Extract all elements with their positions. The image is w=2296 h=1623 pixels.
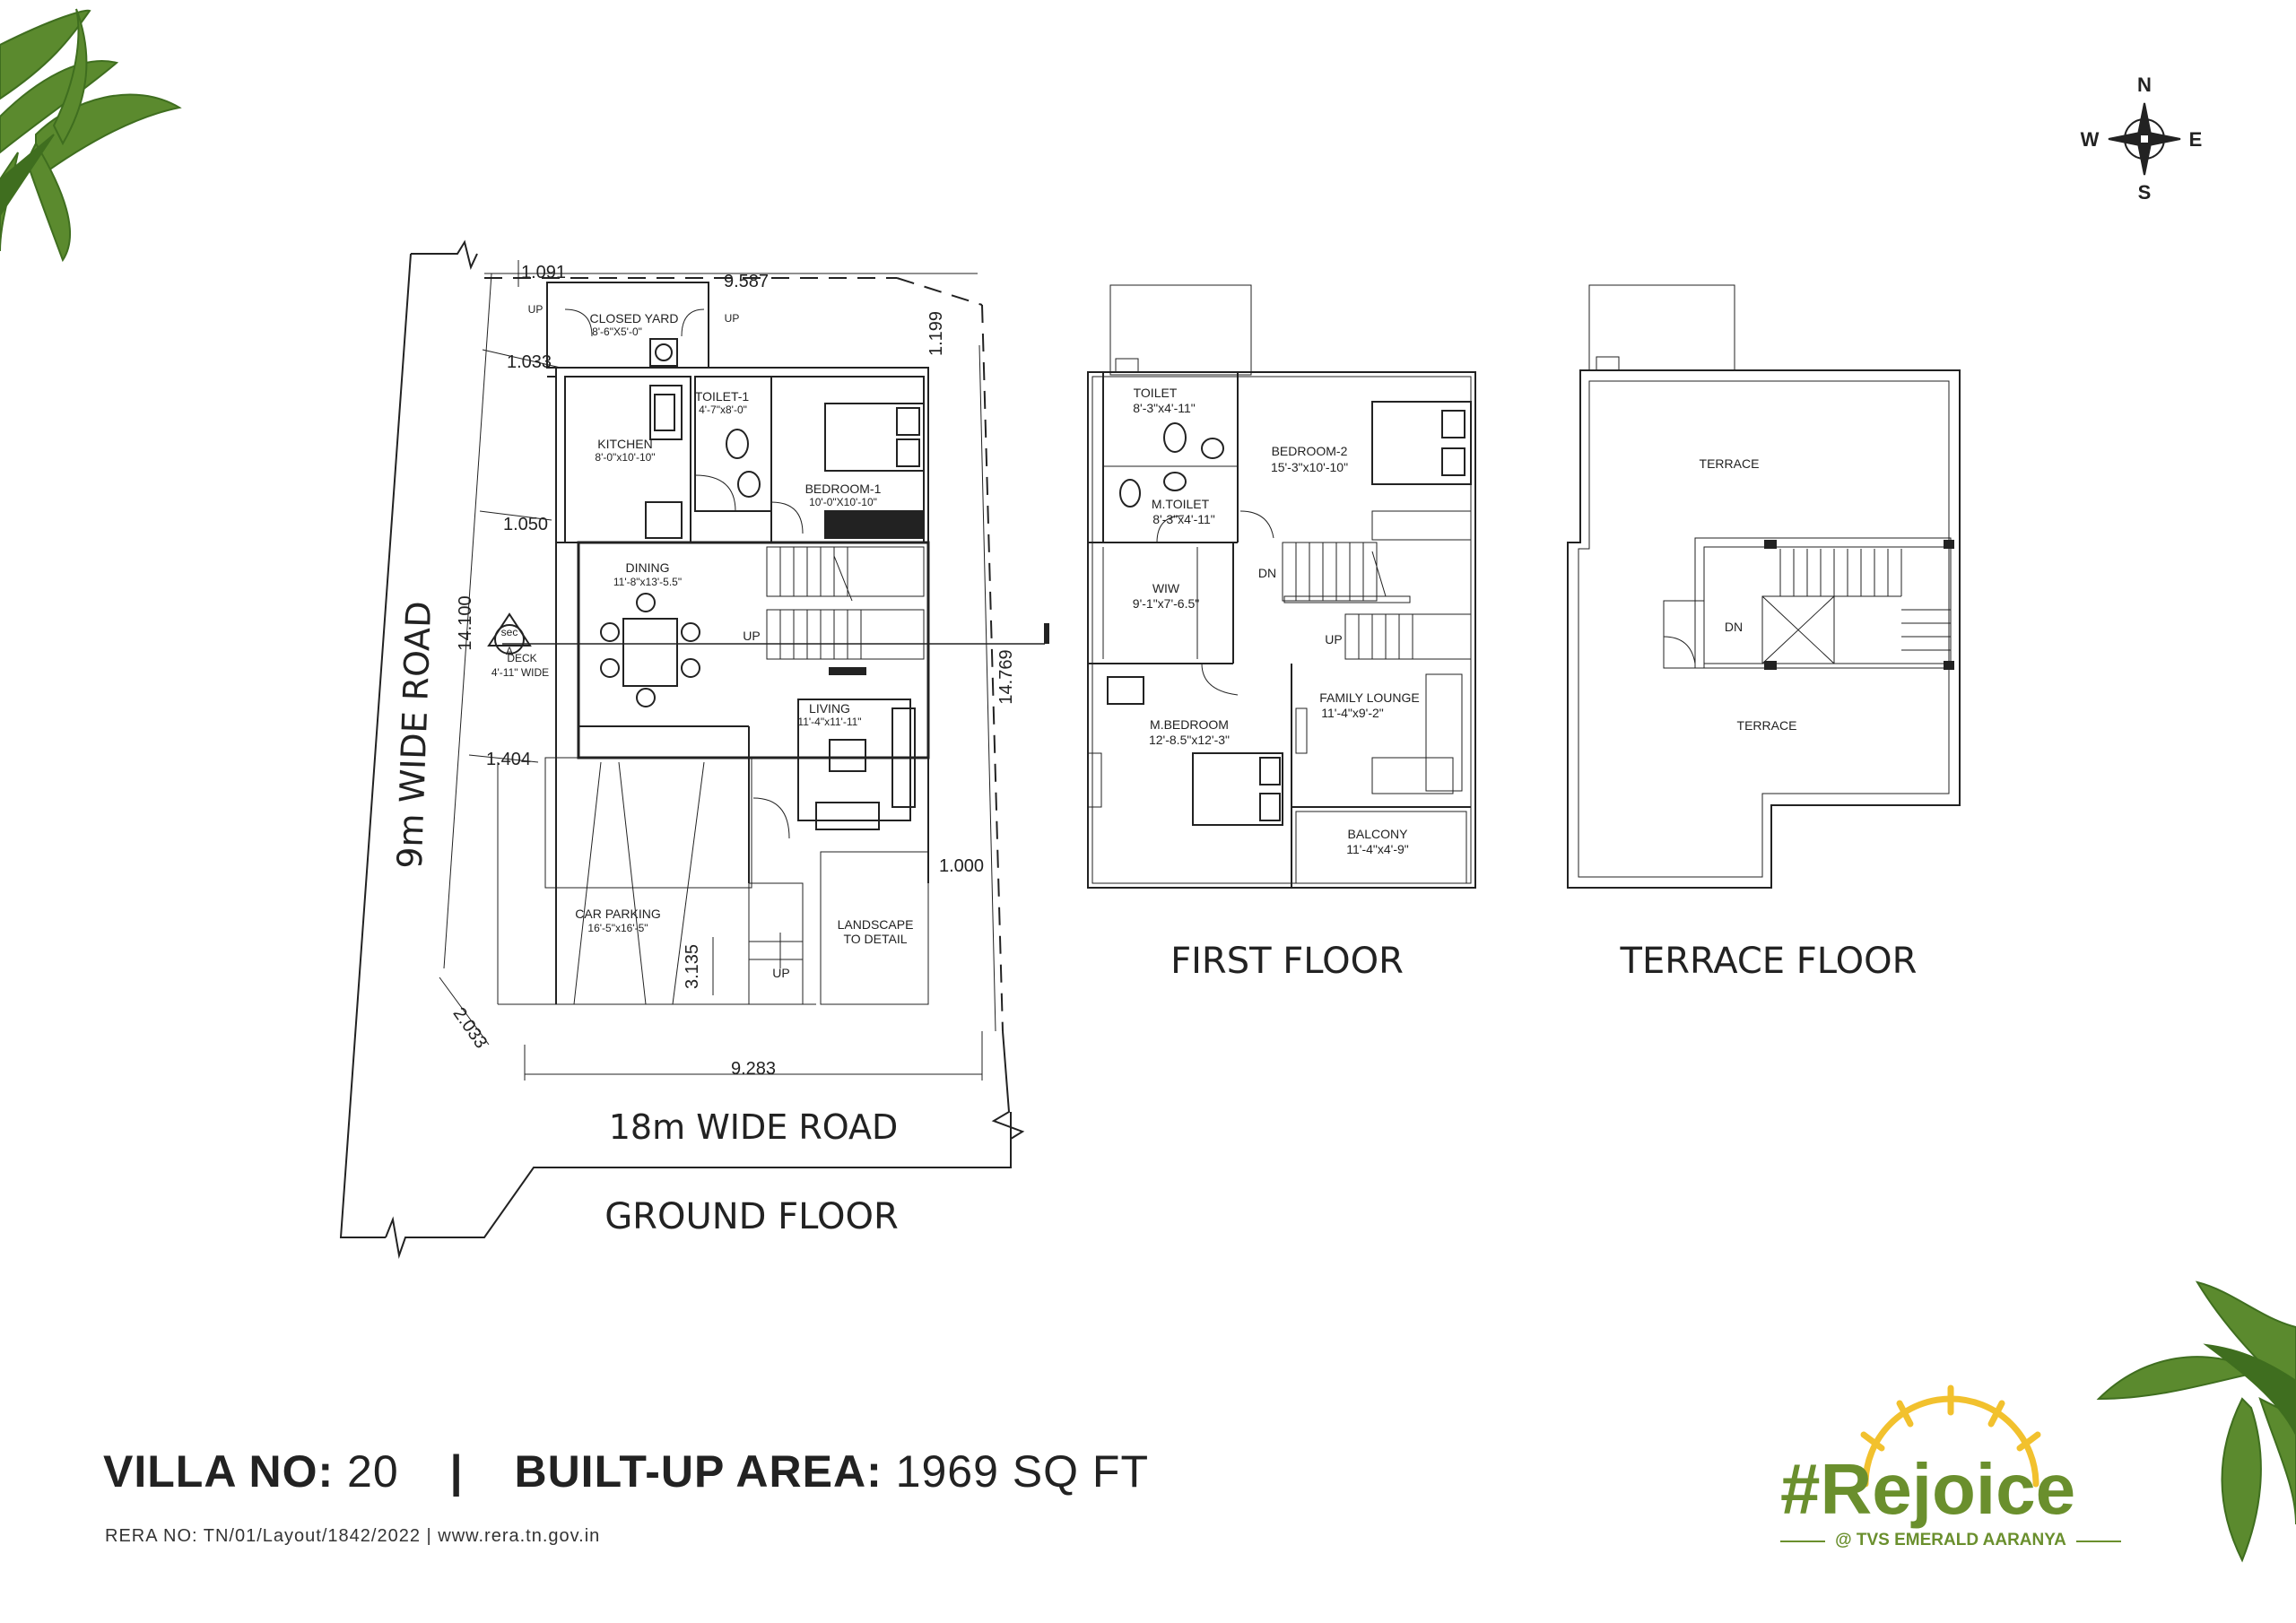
bedroom-1-label: BEDROOM-1 bbox=[805, 482, 882, 496]
ground-stair-up-label: UP bbox=[743, 629, 760, 643]
family-lounge-label: FAMILY LOUNGE bbox=[1319, 690, 1420, 705]
closed-yard-size: 8'-6"X5'-0" bbox=[592, 325, 642, 338]
wiw-label: WIW bbox=[1152, 581, 1180, 595]
yard-up-right-label: UP bbox=[725, 312, 740, 325]
bedroom-2-size: 15'-3"x10'-10" bbox=[1271, 460, 1348, 474]
brand-name: #Rejoice bbox=[1780, 1449, 2076, 1529]
terrace-floor-plan bbox=[1567, 284, 1961, 889]
bedroom-1-size: 10'-0"X10'-10" bbox=[809, 496, 877, 508]
ground-floor-plan bbox=[339, 239, 1049, 1259]
ground-floor-title: GROUND FLOOR bbox=[604, 1196, 899, 1237]
first-floor-title: FIRST FLOOR bbox=[1170, 941, 1404, 982]
footer-separator: | bbox=[449, 1446, 464, 1497]
dimension-left-2: 1.050 bbox=[503, 515, 548, 534]
terrace-top-label: TERRACE bbox=[1700, 456, 1760, 471]
balcony-size: 11'-4"x4'-9" bbox=[1346, 842, 1409, 856]
first-stair-dn-label: DN bbox=[1258, 566, 1276, 580]
villa-info: VILLA NO: 20 | BUILT-UP AREA: 1969 SQ FT bbox=[103, 1445, 1149, 1497]
rera-number: RERA NO: TN/01/Layout/1842/2022 | www.re… bbox=[105, 1526, 601, 1546]
dimension-corner: 2.033 bbox=[449, 1004, 491, 1053]
dimension-left-1: 1.033 bbox=[507, 352, 552, 372]
car-parking-label: CAR PARKING bbox=[575, 907, 660, 921]
first-toilet-size: 8'-3"x4'-11" bbox=[1133, 401, 1196, 415]
dimension-side: 14.100 bbox=[456, 595, 475, 650]
dimension-right: 14.769 bbox=[996, 649, 1016, 704]
car-parking-size: 16'-5"x16'-5" bbox=[587, 922, 648, 934]
front-road-label: 18m WIDE ROAD bbox=[609, 1107, 898, 1147]
family-lounge-size: 11'-4"x9'-2" bbox=[1321, 706, 1384, 720]
kitchen-size: 8'-0"x10'-10" bbox=[595, 451, 655, 464]
wiw-size: 9'-1"x7'-6.5" bbox=[1133, 596, 1199, 611]
landscape-label: LANDSCAPE bbox=[838, 917, 914, 932]
deck-label: DECK bbox=[507, 652, 536, 664]
toilet-1-size: 4'-7"x8'-0" bbox=[699, 404, 747, 416]
brand-tagline: @ TVS EMERALD AARANYA bbox=[1835, 1531, 2066, 1549]
sun-logo-icon bbox=[1860, 1384, 2041, 1488]
kitchen-label: KITCHEN bbox=[597, 437, 652, 451]
dimension-right-top: 1.199 bbox=[926, 311, 946, 356]
dimension-top-left: 1.091 bbox=[521, 263, 566, 282]
dining-size: 11'-8"x13'-5.5" bbox=[613, 576, 682, 588]
villa-number-label: VILLA NO: bbox=[103, 1446, 335, 1497]
dimension-left-3: 1.404 bbox=[486, 750, 531, 769]
toilet-1-label: TOILET-1 bbox=[695, 389, 750, 404]
closed-yard-label: CLOSED YARD bbox=[589, 311, 678, 325]
first-toilet-label: TOILET bbox=[1134, 386, 1178, 400]
entrance-up-label: UP bbox=[772, 966, 789, 980]
balcony-label: BALCONY bbox=[1348, 827, 1409, 841]
living-size: 11'-4"x11'-11" bbox=[797, 716, 861, 728]
palm-leaf-bottom-right bbox=[2096, 1280, 2296, 1563]
deck-size: 4'-11" WIDE bbox=[491, 666, 549, 679]
landscape-detail: TO DETAIL bbox=[843, 932, 907, 946]
palm-leaf-top-left bbox=[0, 8, 182, 263]
bedroom-2-label: BEDROOM-2 bbox=[1272, 444, 1348, 458]
compass-rose bbox=[2108, 102, 2181, 176]
side-road-label: 9m WIDE ROAD bbox=[390, 601, 439, 870]
m-bedroom-size: 12'-8.5"x12'-3" bbox=[1149, 733, 1230, 747]
terrace-floor-title: TERRACE FLOOR bbox=[1620, 941, 1918, 982]
compass-west: W bbox=[2081, 128, 2100, 151]
dimension-right-bottom: 1.000 bbox=[939, 856, 984, 876]
compass-south: S bbox=[2138, 181, 2152, 204]
terrace-bottom-label: TERRACE bbox=[1737, 718, 1797, 733]
villa-number-value: 20 bbox=[347, 1446, 399, 1497]
living-label: LIVING bbox=[809, 701, 850, 716]
first-stair-up-label: UP bbox=[1325, 632, 1342, 647]
section-letter: A bbox=[506, 645, 513, 657]
built-up-area-value: 1969 SQ FT bbox=[895, 1446, 1150, 1497]
yard-up-left-label: UP bbox=[528, 303, 544, 316]
dimension-parking: 3.135 bbox=[683, 944, 702, 989]
dimension-bottom: 9.283 bbox=[731, 1059, 776, 1079]
m-bedroom-label: M.BEDROOM bbox=[1150, 717, 1229, 732]
compass-east: E bbox=[2189, 128, 2203, 151]
m-toilet-size: 8'-3"x4'-11" bbox=[1152, 512, 1215, 526]
section-label: sec bbox=[501, 626, 518, 638]
built-up-area-label: BUILT-UP AREA: bbox=[514, 1446, 883, 1497]
m-toilet-label: M.TOILET bbox=[1152, 497, 1210, 511]
dining-label: DINING bbox=[626, 560, 670, 575]
dimension-top: 9.587 bbox=[724, 272, 769, 291]
terrace-stair-dn-label: DN bbox=[1725, 620, 1743, 634]
first-floor-plan bbox=[1087, 284, 1476, 889]
compass-north: N bbox=[2137, 74, 2152, 96]
